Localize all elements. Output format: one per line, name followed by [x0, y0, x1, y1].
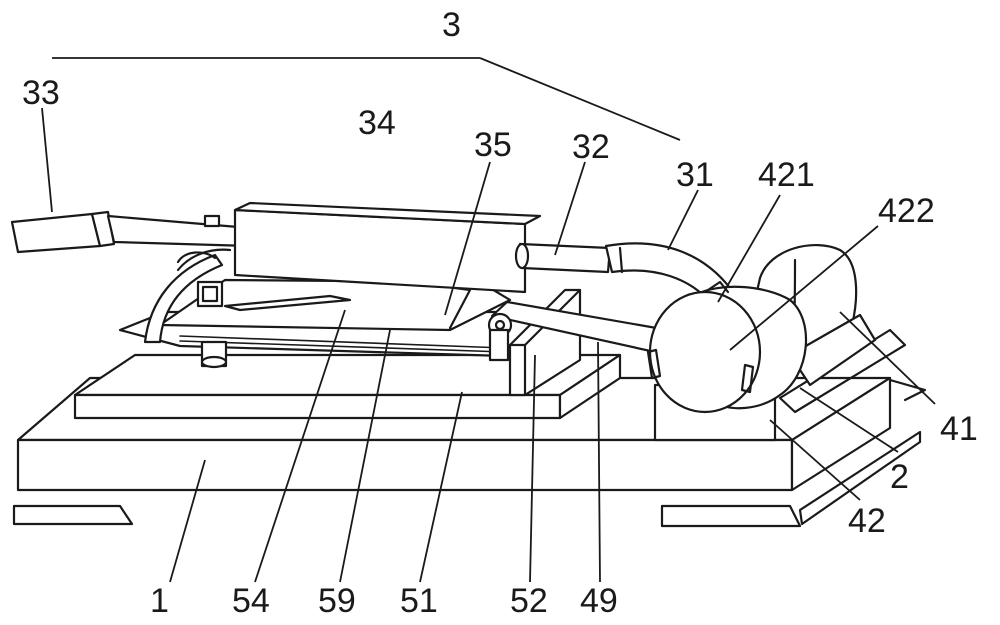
- group-bracket: [52, 57, 681, 141]
- label-49: 49: [580, 582, 618, 620]
- work-table: [73, 353, 622, 420]
- connecting-rod: [487, 300, 670, 362]
- label-41: 41: [940, 410, 978, 448]
- label-42: 42: [848, 502, 886, 540]
- curved-guide: [143, 248, 232, 369]
- label-422: 422: [878, 192, 935, 230]
- label-421: 421: [758, 156, 815, 194]
- connecting-pipe: [514, 242, 612, 274]
- label-54: 54: [232, 582, 270, 620]
- reference-numerals: 3 33 34 35 32 31 421 422 41 2 42 1 54 59…: [22, 6, 978, 620]
- label-34: 34: [358, 104, 396, 142]
- label-3: 3: [442, 6, 461, 44]
- lever-handle: [10, 210, 252, 254]
- label-59: 59: [318, 582, 356, 620]
- label-31: 31: [676, 156, 714, 194]
- label-33: 33: [22, 74, 60, 112]
- label-35: 35: [474, 126, 512, 164]
- saw-head-housing: [233, 201, 542, 294]
- leader-lines: [41, 107, 936, 583]
- label-51: 51: [400, 582, 438, 620]
- drum-housing: [646, 280, 808, 442]
- label-2: 2: [890, 458, 909, 496]
- label-32: 32: [572, 128, 610, 166]
- label-1: 1: [150, 582, 169, 620]
- label-52: 52: [510, 582, 548, 620]
